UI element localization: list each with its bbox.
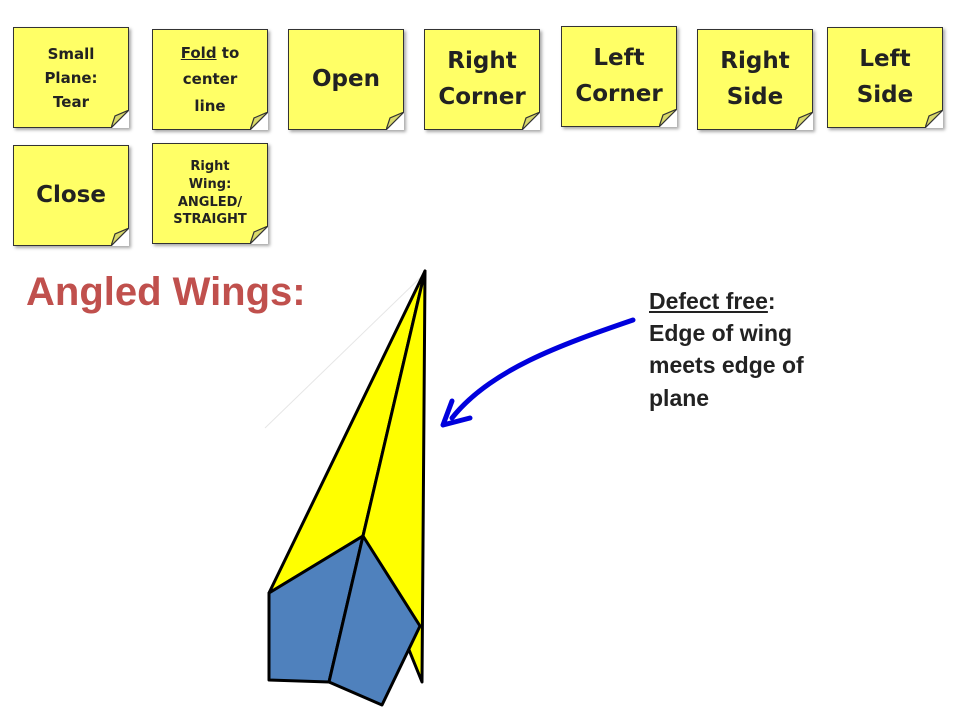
step-right-corner[interactable]: Right Corner	[424, 29, 540, 130]
step-left-corner[interactable]: Left Corner	[561, 26, 677, 127]
note-line: Right	[720, 47, 790, 74]
note-line: Left	[593, 44, 645, 71]
note-line: Right	[190, 159, 230, 175]
note-line: Fold to	[181, 43, 240, 63]
step-open[interactable]: Open	[288, 29, 404, 130]
step-fold-to-center-line[interactable]: Fold to center line	[152, 29, 268, 130]
page-curl-icon	[250, 226, 268, 244]
step-right-wing-angled-straight[interactable]: Right Wing: ANGLED/ STRAIGHT	[152, 143, 268, 244]
note-line: Corner	[438, 83, 526, 110]
note-line: STRAIGHT	[173, 212, 247, 228]
note-line: Tear	[53, 92, 89, 111]
note-line: Plane:	[44, 68, 98, 87]
note-line: Side	[856, 81, 914, 108]
note-line: line	[194, 96, 226, 115]
step-left-side[interactable]: Left Side	[827, 27, 943, 128]
step-right-side[interactable]: Right Side	[697, 29, 813, 130]
page-curl-icon	[111, 228, 129, 246]
fold-word: Fold	[180, 44, 217, 63]
section-heading: Angled Wings:	[26, 270, 306, 314]
note-line: Right	[447, 47, 517, 74]
page-curl-icon	[925, 110, 943, 128]
page-curl-icon	[795, 112, 813, 130]
caption-line: meets edge of	[649, 352, 804, 379]
note-line: Side	[726, 83, 784, 110]
crease-line	[264, 274, 424, 429]
step-small-plane-tear[interactable]: Small Plane: Tear	[13, 27, 129, 128]
note-line: Close	[36, 181, 106, 208]
page-curl-icon	[659, 109, 677, 127]
step-close[interactable]: Close	[13, 145, 129, 246]
caption-colon: :	[767, 288, 776, 314]
page-curl-icon	[250, 112, 268, 130]
right-nose-panel	[327, 534, 422, 707]
note-line: Small	[47, 44, 95, 63]
note-line: Open	[312, 65, 380, 92]
fold-rest: to	[216, 44, 240, 63]
caption-line: Edge of wing	[649, 320, 793, 347]
arrowhead-icon	[440, 398, 473, 428]
note-line: Corner	[575, 80, 663, 107]
note-line: center	[182, 70, 238, 89]
caption-line: plane	[649, 384, 710, 411]
caption-title-line: Defect free:	[649, 285, 804, 317]
page-curl-icon	[522, 112, 540, 130]
note-line: Wing:	[188, 176, 232, 192]
caption-title: Defect free	[649, 288, 768, 314]
pointer-arrow-icon	[449, 317, 636, 421]
page-curl-icon	[386, 112, 404, 130]
page-curl-icon	[111, 110, 129, 128]
note-line: Left	[859, 45, 911, 72]
defect-free-caption: Defect free: Edge of wing meets edge of …	[649, 285, 804, 414]
note-line: ANGLED/	[177, 194, 243, 210]
